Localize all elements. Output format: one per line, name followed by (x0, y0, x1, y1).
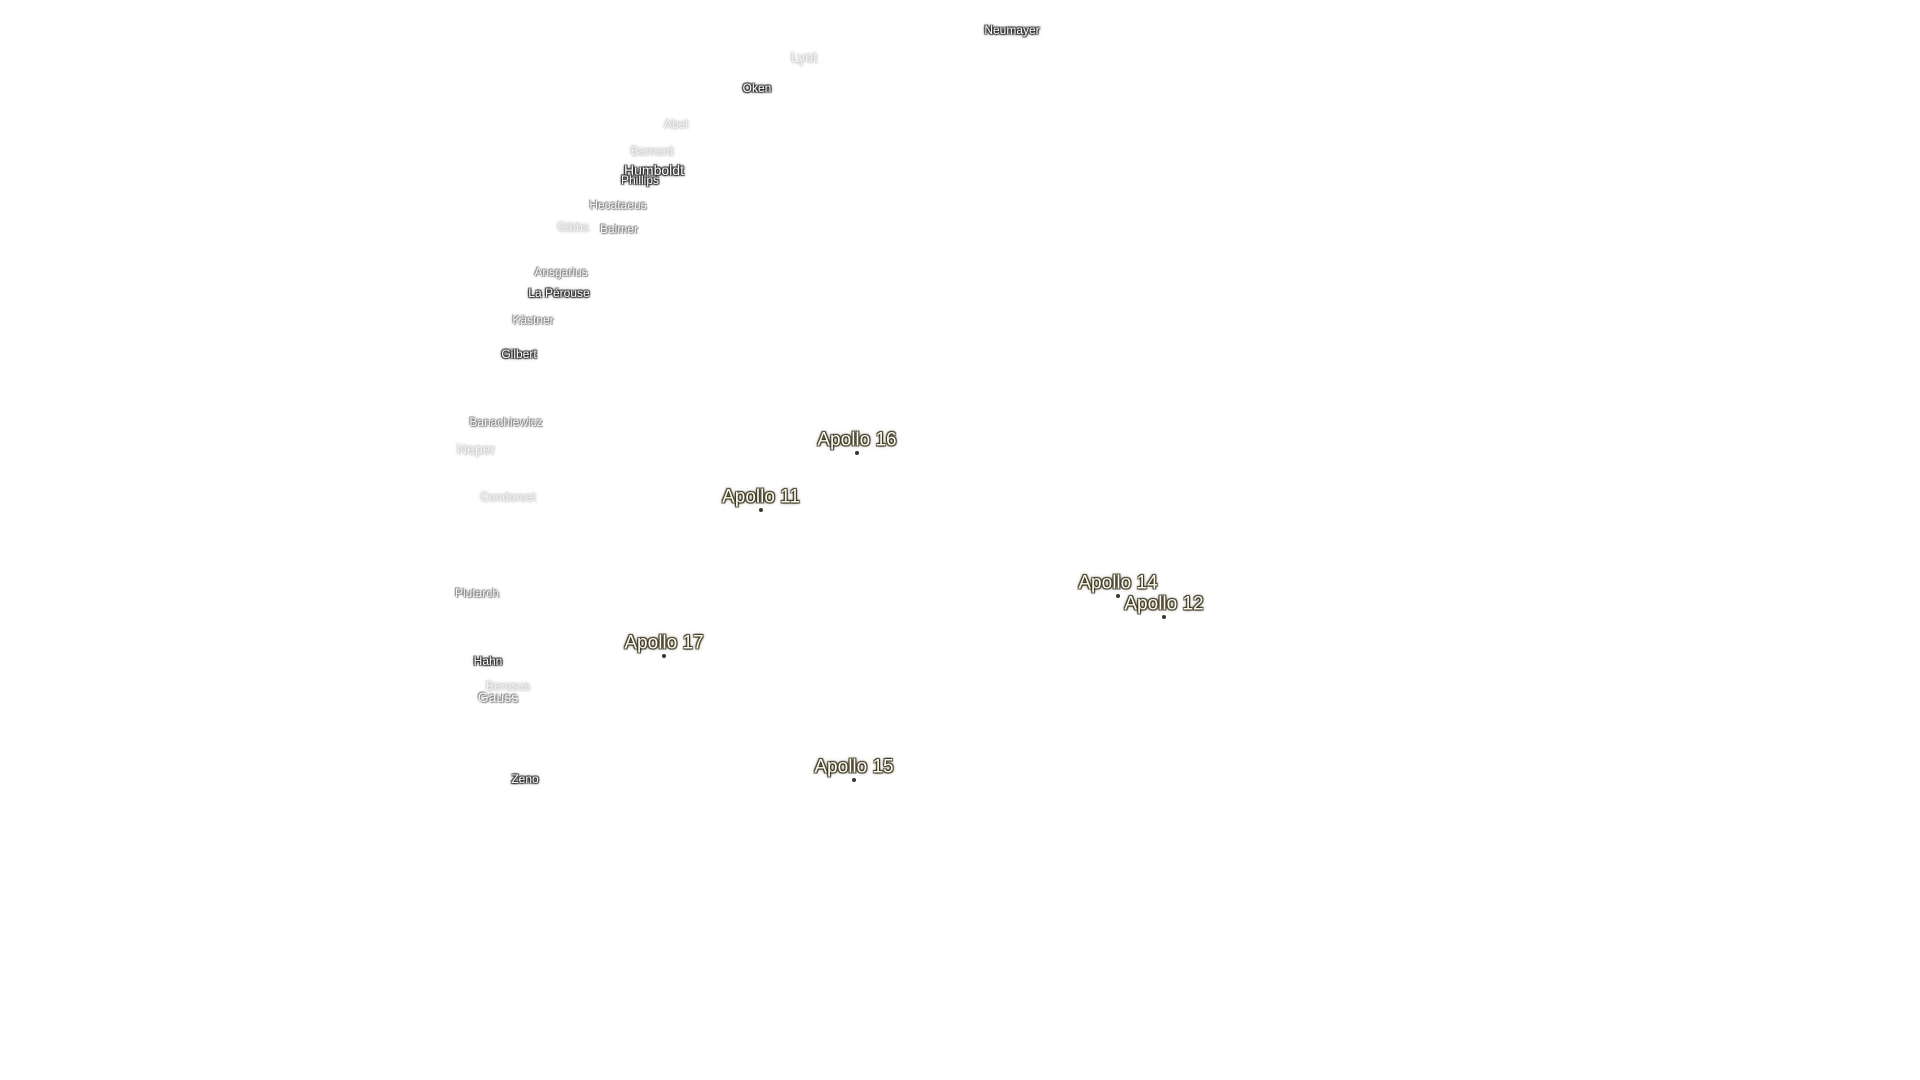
crater-label-gibbs[interactable]: Gibbs (557, 220, 589, 234)
crater-label-lyot[interactable]: Lyot (791, 49, 817, 65)
crater-label-barnard[interactable]: Barnard (630, 144, 674, 158)
crater-label-ansgarius[interactable]: Ansgarius (534, 265, 588, 279)
landing-site-marker-icon[interactable] (759, 508, 763, 512)
landing-site-label[interactable]: Apollo 14 (1078, 572, 1158, 594)
crater-label-phillips[interactable]: Phillips (620, 173, 660, 187)
crater-label-balmer[interactable]: Balmer (599, 222, 639, 236)
crater-label-humboldt[interactable]: Humboldt (624, 162, 684, 178)
crater-label-berosus[interactable]: Berosus (485, 679, 531, 693)
crater-label-gauss[interactable]: Gauss (477, 689, 519, 705)
crater-label-hecataeus[interactable]: Hecataeus (589, 198, 647, 212)
crater-label-condorcet[interactable]: Condorcet (480, 490, 536, 504)
landing-site-marker-icon[interactable] (1116, 594, 1120, 598)
landing-site-marker-icon[interactable] (662, 654, 666, 658)
crater-label-abel[interactable]: Abel (663, 117, 689, 131)
crater-label-zeno[interactable]: Zeno (511, 772, 539, 786)
landing-site-marker-icon[interactable] (1162, 615, 1166, 619)
crater-label-neper[interactable]: Neper (456, 441, 496, 457)
landing-site-label[interactable]: Apollo 12 (1124, 593, 1204, 615)
crater-label-plutarch[interactable]: Plutarch (454, 586, 500, 600)
landing-site-marker-icon[interactable] (852, 778, 856, 782)
crater-label-banachiewicz[interactable]: Banachiewicz (469, 415, 543, 429)
crater-label-la-perouse[interactable]: La Pérouse (528, 286, 590, 300)
crater-label-hahn[interactable]: Hahn (473, 654, 503, 668)
crater-label-gilbert[interactable]: Gilbert (501, 347, 537, 361)
crater-label-oken[interactable]: Oken (742, 81, 772, 95)
crater-label-neumayer[interactable]: Neumayer (984, 23, 1040, 37)
landing-site-label[interactable]: Apollo 16 (817, 429, 897, 451)
landing-site-label[interactable]: Apollo 15 (814, 756, 894, 778)
crater-label-kastner[interactable]: Kästner (512, 313, 554, 327)
landing-site-label[interactable]: Apollo 17 (624, 632, 704, 654)
landing-site-label[interactable]: Apollo 11 (722, 486, 800, 508)
landing-site-marker-icon[interactable] (855, 451, 859, 455)
